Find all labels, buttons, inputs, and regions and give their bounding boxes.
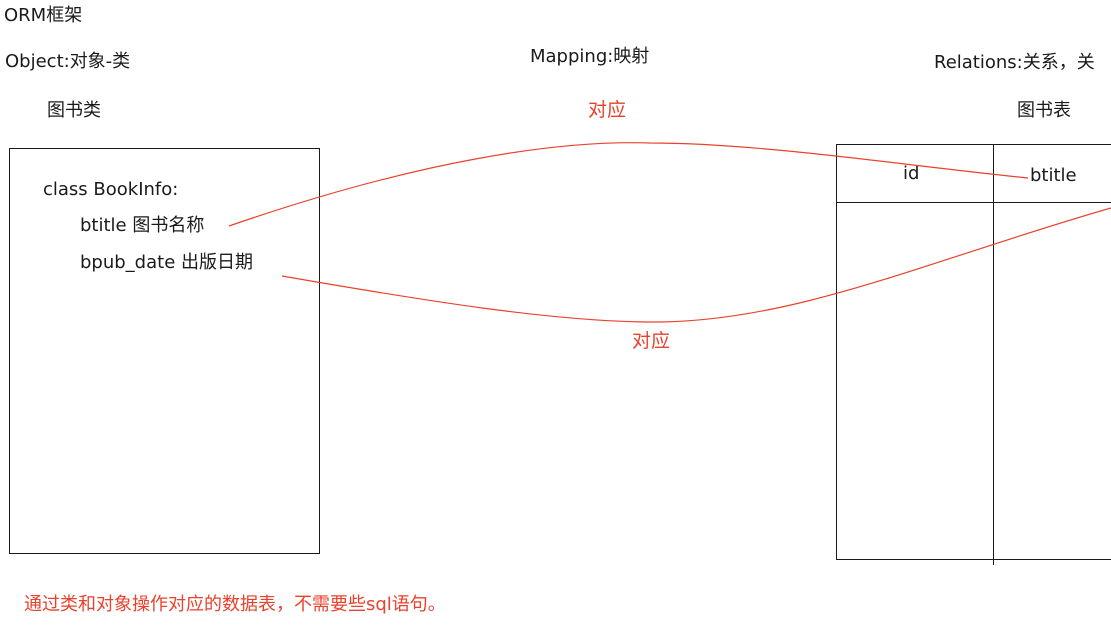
table-box	[836, 144, 1111, 560]
table-column-divider	[993, 144, 994, 565]
table-column-btitle: btitle	[1030, 165, 1077, 186]
table-caption: 图书表	[1017, 100, 1071, 121]
class-box	[9, 148, 320, 554]
table-column-id: id	[903, 163, 920, 184]
class-attribute-bpub-date: bpub_date 出版日期	[80, 252, 253, 273]
bottom-note: 通过类和对象操作对应的数据表，不需要些sql语句。	[24, 594, 446, 615]
table-header-divider	[836, 202, 1111, 203]
class-caption: 图书类	[47, 100, 101, 121]
class-declaration: class BookInfo:	[43, 179, 179, 200]
diagram-title: ORM框架	[4, 5, 83, 26]
mapping-label-top: 对应	[588, 99, 627, 121]
relations-header: Relations:关系，关	[934, 52, 1095, 73]
object-header: Object:对象-类	[5, 51, 131, 72]
class-attribute-btitle: btitle 图书名称	[80, 215, 205, 236]
mapping-label-bottom: 对应	[632, 330, 671, 352]
mapping-header: Mapping:映射	[530, 46, 650, 67]
